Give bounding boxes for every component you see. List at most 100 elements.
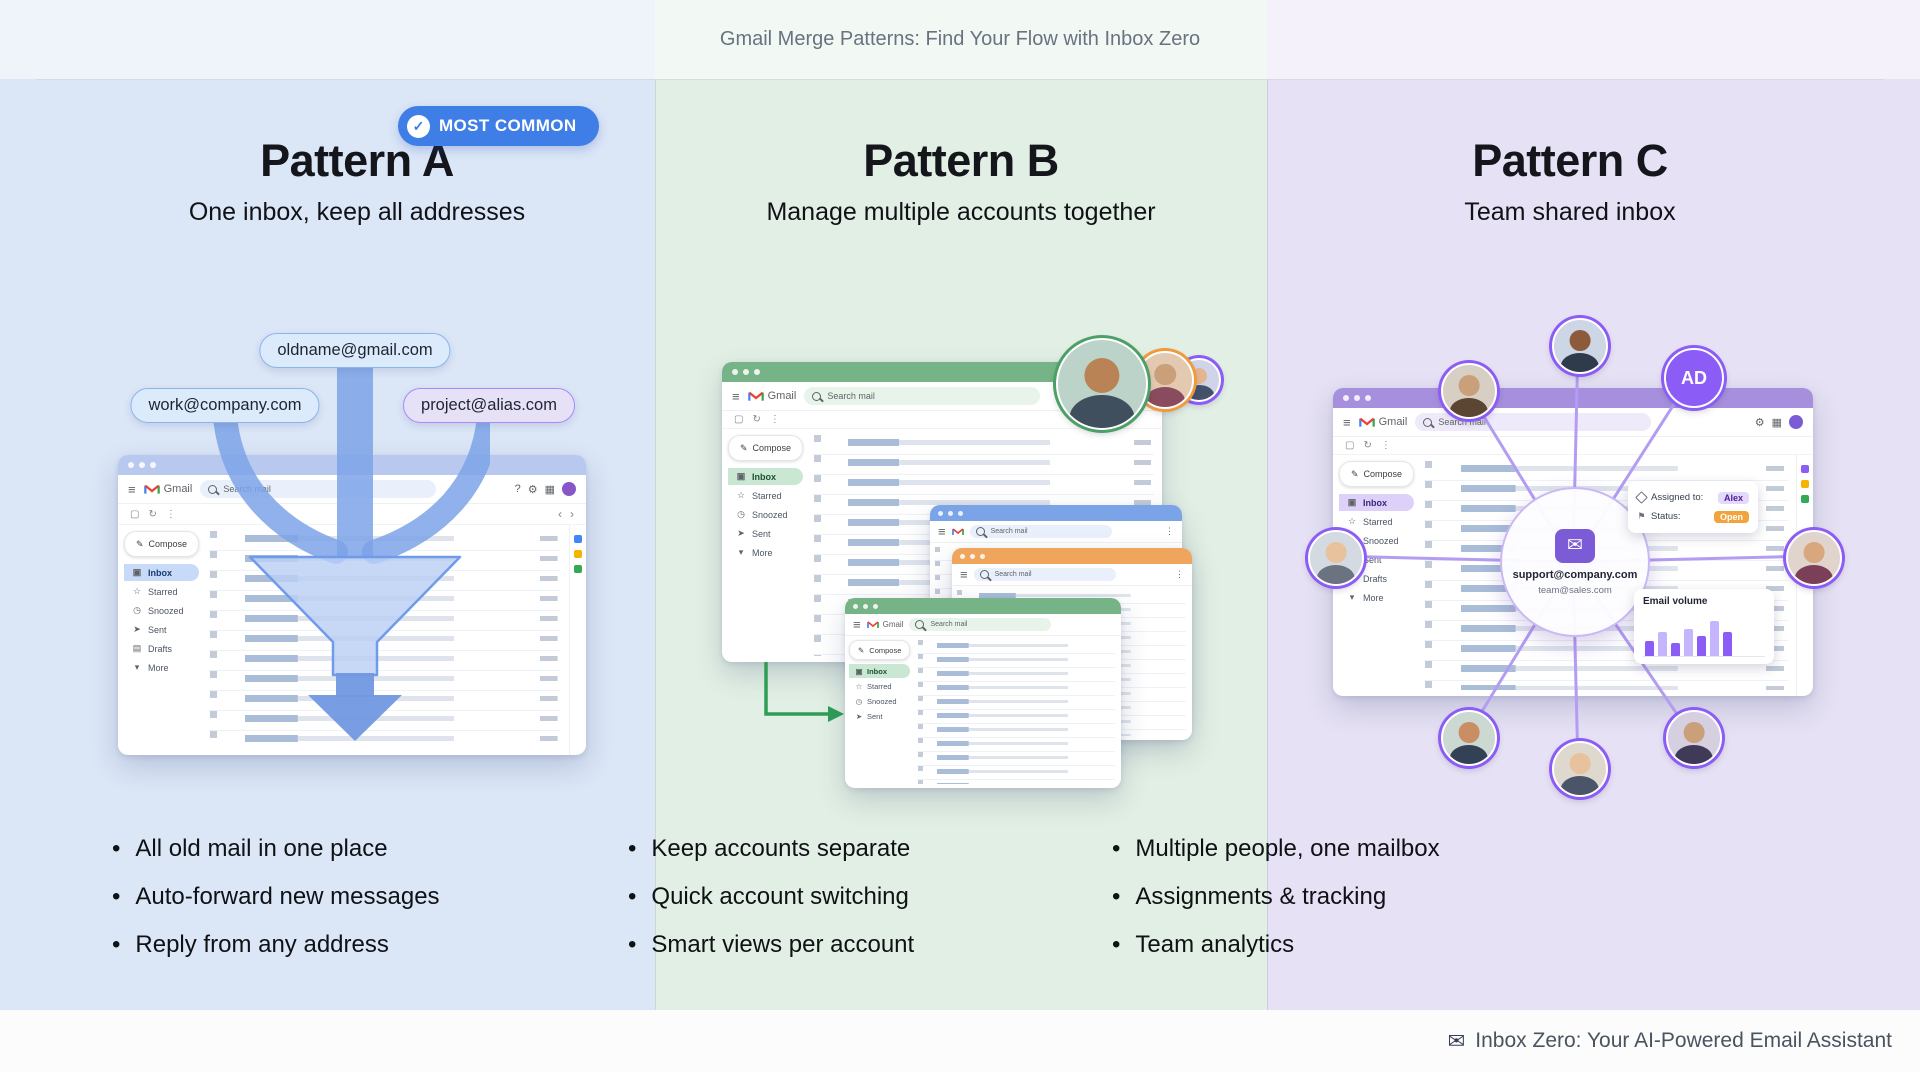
envelope-icon: ✉ xyxy=(1555,528,1595,563)
gmail-m-icon xyxy=(747,391,764,401)
window-dot xyxy=(1354,395,1360,401)
team-member-avatar xyxy=(1552,741,1608,797)
team-member-avatar xyxy=(1441,710,1497,766)
nav-label: Snoozed xyxy=(148,605,184,616)
pencil-icon: ✎ xyxy=(858,645,865,655)
team-member-avatar xyxy=(1441,363,1497,419)
apps-grid-icon: ▦ xyxy=(1771,416,1782,429)
pattern-c-header: Pattern C Team shared inbox xyxy=(1285,138,1855,227)
compose-button: ✎ Compose xyxy=(849,640,911,660)
compose-button: ✎ Compose xyxy=(728,435,804,461)
window-dot xyxy=(150,462,156,468)
nav-label: Starred xyxy=(752,490,782,501)
gmail-m-icon xyxy=(143,484,160,494)
clock-icon: ◷ xyxy=(737,509,745,519)
gmail-logo: Gmail xyxy=(1358,416,1408,428)
bullet-text: Smart views per account xyxy=(651,931,915,958)
compose-label: Compose xyxy=(869,645,902,655)
list-toolbar: ▢ ↻ ⋮ xyxy=(722,411,1162,429)
window-dot xyxy=(1365,395,1371,401)
apps-grid-icon: ▦ xyxy=(544,483,555,496)
send-icon: ➤ xyxy=(855,711,863,721)
toolbar-icons: ? ⚙ ▦ xyxy=(515,482,576,496)
account-avatar xyxy=(1789,415,1803,429)
nav-label: More xyxy=(1363,592,1384,603)
email-volume-title: Email volume xyxy=(1643,596,1708,607)
nav-sent: ➤Sent xyxy=(124,621,199,638)
gmail-logo: Gmail xyxy=(747,390,797,402)
bullet-dot: • xyxy=(1112,931,1121,958)
star-icon: ☆ xyxy=(132,586,142,596)
gear-icon: ⚙ xyxy=(527,483,538,496)
next-icon: › xyxy=(570,507,574,521)
nav-snoozed: ◷Snoozed xyxy=(849,694,910,708)
bullet-item: •Assignments & tracking xyxy=(1112,880,1440,914)
star-icon: ☆ xyxy=(1347,516,1357,526)
bullet-item: • Smart views per account xyxy=(628,928,914,962)
chevron-down-icon: ▾ xyxy=(134,662,140,672)
gmail-logo: Gmail xyxy=(143,483,193,495)
bullet-item: •Team analytics xyxy=(1112,928,1440,962)
search-bar: Search mail xyxy=(973,568,1116,581)
gmail-brand-text: Gmail xyxy=(767,390,797,402)
volume-bar xyxy=(1671,642,1680,656)
window-dot xyxy=(743,369,749,375)
inbox-icon: ▣ xyxy=(132,567,142,577)
badge-label: MOST COMMON xyxy=(439,116,577,135)
gmail-sidebar: ✎ Compose ▣Inbox ☆Starred ◷Snoozed ➤Sent… xyxy=(722,429,807,662)
toolbar-icons: ⋮ xyxy=(1175,569,1184,580)
star-icon: ☆ xyxy=(855,681,863,691)
compose-button: ✎ Compose xyxy=(1339,461,1415,487)
pattern-c-bullets: •Multiple people, one mailbox •Assignmen… xyxy=(1112,832,1440,962)
volume-bar xyxy=(1697,636,1706,656)
column-divider xyxy=(1267,80,1268,1010)
gmail-brand-text: Gmail xyxy=(163,483,193,495)
nav-label: More xyxy=(148,662,169,673)
volume-bar xyxy=(1658,631,1667,656)
bullet-dot: • xyxy=(112,883,121,910)
email-list-skeleton xyxy=(913,636,1121,788)
tasks-icon xyxy=(574,565,582,573)
assignee-chip: Alex xyxy=(1717,491,1749,504)
assignment-card: Assigned to: Alex ⚑ Status: Open xyxy=(1628,481,1758,533)
footer-band: ✉ Inbox Zero: Your AI-Powered Email Assi… xyxy=(0,1010,1920,1072)
nav-label: Inbox xyxy=(1363,497,1387,508)
gmail-m-icon xyxy=(866,621,879,628)
toolbar-icons: ⚙ ▦ xyxy=(1755,415,1803,429)
window-dot xyxy=(873,603,878,609)
team-member-avatar xyxy=(1786,530,1842,586)
window-dot xyxy=(960,553,965,559)
more-icon: ⋮ xyxy=(1175,569,1184,579)
nav-label: Snoozed xyxy=(1363,535,1399,546)
window-dot xyxy=(948,510,953,516)
bullet-item: •Reply from any address xyxy=(112,928,440,962)
menu-icon: ≡ xyxy=(732,388,740,404)
nav-inbox: ▣Inbox xyxy=(849,664,911,678)
pattern-a-header: Pattern A One inbox, keep all addresses xyxy=(60,138,654,227)
clock-icon: ◷ xyxy=(855,696,863,706)
gmail-sidebar: ✎ Compose ▣Inbox ☆Starred ◷Snoozed ➤Sent xyxy=(845,636,913,788)
email-volume-bars xyxy=(1643,612,1765,657)
page-title: Gmail Merge Patterns: Find Your Flow wit… xyxy=(719,28,1201,50)
gmail-m-icon xyxy=(951,528,964,535)
pattern-c-title: Pattern C xyxy=(1472,135,1668,186)
bullet-text: Quick account switching xyxy=(651,883,909,910)
gmail-brand-text: Gmail xyxy=(1378,416,1408,428)
switch-arrow xyxy=(764,662,844,722)
gmail-brand-text: Gmail xyxy=(882,620,904,629)
list-toolbar: ▢ ↻ ⋮ xyxy=(1333,437,1813,455)
menu-icon: ≡ xyxy=(938,524,946,539)
star-icon: ☆ xyxy=(736,490,746,500)
select-checkbox-icon: ▢ xyxy=(1345,440,1355,451)
footer-text: Inbox Zero: Your AI-Powered Email Assist… xyxy=(1475,1029,1892,1052)
assigned-label: Assigned to: xyxy=(1651,492,1704,503)
bullet-dot: • xyxy=(628,931,637,958)
window-dot xyxy=(754,369,760,375)
nav-starred: ☆Starred xyxy=(124,583,199,600)
shared-inbox-hub: ✉ support@company.com team@sales.com xyxy=(1500,487,1650,637)
refresh-icon: ↻ xyxy=(1363,440,1372,451)
tag-icon xyxy=(1635,491,1648,504)
bullet-item: •Auto-forward new messages xyxy=(112,880,440,914)
menu-icon: ≡ xyxy=(1343,414,1351,430)
column-divider xyxy=(655,80,656,1010)
